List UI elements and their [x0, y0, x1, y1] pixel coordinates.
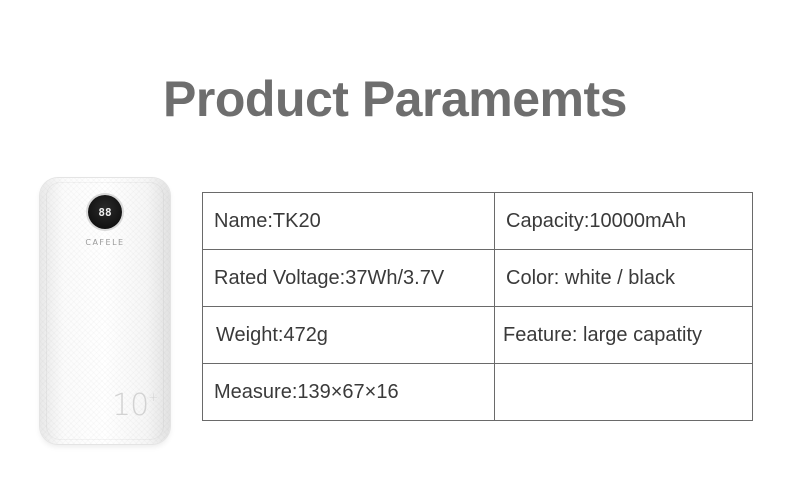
- table-row: Weight:472g Feature: large capatity: [202, 306, 753, 364]
- spec-weight: Weight:472g: [202, 306, 495, 364]
- spec-color: Color: white / black: [494, 249, 753, 307]
- spec-table: Name:TK20 Capacity:10000mAh Rated Voltag…: [202, 192, 753, 421]
- display-readout: 88: [98, 205, 112, 219]
- capacity-mark: 10+: [112, 388, 158, 423]
- table-row: Measure:139×67×16: [202, 363, 753, 421]
- power-bank-edge: [46, 182, 164, 440]
- brand-logo: CAFELE: [85, 238, 125, 247]
- spec-name: Name:TK20: [202, 192, 495, 250]
- spec-measure: Measure:139×67×16: [202, 363, 495, 421]
- spec-feature: Feature: large capatity: [494, 306, 753, 364]
- spec-capacity: Capacity:10000mAh: [494, 192, 753, 250]
- spec-empty-cell: [494, 363, 753, 421]
- capacity-mark-plus: +: [148, 390, 158, 404]
- table-row: Rated Voltage:37Wh/3.7V Color: white / b…: [202, 249, 753, 307]
- table-row: Name:TK20 Capacity:10000mAh: [202, 192, 753, 250]
- page-title: Product Paramemts: [163, 71, 627, 127]
- led-display: 88: [88, 195, 122, 229]
- spec-rated-voltage: Rated Voltage:37Wh/3.7V: [202, 249, 495, 307]
- capacity-mark-number: 10: [112, 388, 149, 423]
- power-bank-image: 88 CAFELE 10+: [40, 178, 170, 444]
